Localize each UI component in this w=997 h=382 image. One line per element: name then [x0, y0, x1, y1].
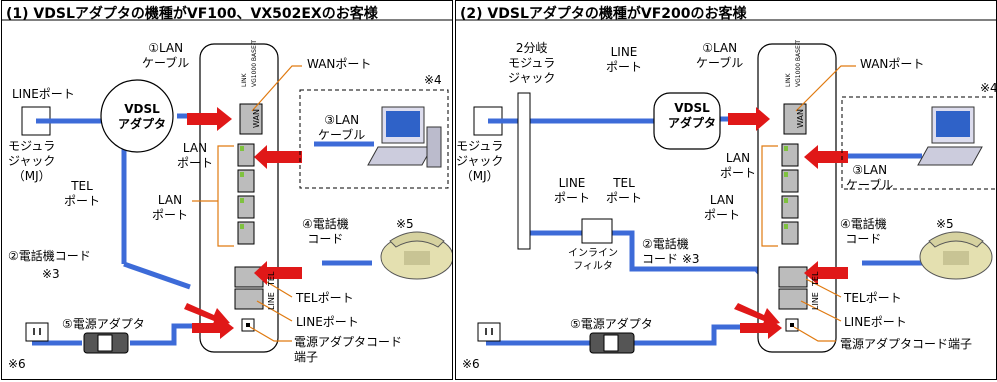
label-lan-port-adapter: LAN ポート: [720, 151, 757, 180]
power-outlet: [477, 322, 501, 342]
label-lan-cable: ①LAN ケーブル: [696, 41, 744, 70]
label-phone-cord2: ②電話機コード: [8, 249, 91, 263]
router-model-text: VG1000 BASE-T: [251, 40, 258, 87]
label-phone-cord4: ④電話機 コード: [840, 217, 887, 246]
splitter-jack: [517, 92, 531, 250]
label-phone-cord2: ②電話機 コード ※3: [642, 237, 700, 266]
label-vdsl-adapter: VDSL アダプタ: [118, 102, 167, 131]
wan-port: [239, 103, 263, 135]
lan-bracket: [761, 145, 778, 247]
tel-port: [778, 266, 808, 288]
label-note4: ※4: [424, 73, 442, 87]
wan-port: [783, 103, 807, 135]
pc-area: [841, 96, 996, 190]
lan-leds: [240, 146, 244, 229]
label-phone-cord4: ④電話機 コード: [302, 217, 349, 246]
router-link-text: LINK: [785, 72, 792, 87]
label-note6: ※6: [462, 357, 480, 371]
label-lan-cable3: ③LAN ケーブル: [846, 163, 894, 192]
router-tel-text: TEL: [267, 271, 276, 287]
label-lan-port-adapter: LAN ポート: [177, 141, 214, 170]
router-link-text: LINK: [241, 72, 248, 87]
label-tel-port-filter: TEL ポート: [606, 176, 643, 205]
label-wan-port: WANポート: [307, 57, 372, 71]
router-wan-text: WAN: [796, 109, 805, 128]
label-splitter-jack: 2分岐 モジュラ ジャック: [508, 41, 556, 85]
label-lan-port-router: LAN ポート: [704, 193, 741, 222]
line-port: [234, 288, 264, 310]
lan-bracket: [217, 145, 234, 247]
label-modular-jack: モジュラ ジャック （MJ）: [456, 139, 504, 183]
pc-area: [299, 89, 449, 189]
leaders: [793, 65, 856, 342]
lan-ports: [781, 143, 799, 245]
panel-title: (2) VDSLアダプタの機種がVF200のお客様: [460, 6, 747, 22]
label-tel-port: TELポート: [844, 291, 902, 305]
router-wan-text: WAN: [252, 109, 261, 128]
label-note5: ※5: [936, 217, 954, 231]
arrows: [728, 107, 848, 339]
panel-vf200: WAN TEL LINE LINK VG1000 BASE-T (2) VDSL…: [455, 0, 997, 380]
label-note5: ※5: [396, 217, 414, 231]
router-tel-text: TEL: [811, 271, 820, 287]
diagram-vf100: WAN TEL LINE LINK VG1000 BASE-T: [2, 19, 452, 354]
label-note4: ※4: [980, 81, 997, 95]
label-lan-port-router: LAN ポート: [152, 193, 189, 222]
label-power-terminal: 電源アダプタコード端子: [840, 337, 973, 351]
label-note6: ※6: [8, 357, 26, 371]
label-power-terminal: 電源アダプタコード 端子: [294, 335, 403, 364]
label-power-adapter: ⑤電源アダプタ: [62, 317, 145, 331]
power-outlet: [25, 322, 49, 342]
label-tel-port: TELポート: [296, 291, 354, 305]
label-line-port-router: LINEポート: [844, 315, 907, 329]
router-line-text: LINE: [811, 292, 820, 310]
label-line-port-router: LINEポート: [296, 315, 359, 329]
label-inline-filter: インライン フィルタ: [568, 248, 618, 272]
label-lan-cable: ①LAN ケーブル: [142, 41, 190, 70]
label-line-port: LINEポート: [12, 87, 75, 101]
pc-illustration: [917, 106, 983, 166]
pc-illustration: [367, 106, 442, 168]
label-power-adapter: ⑤電源アダプタ: [570, 317, 653, 331]
lan-leds: [784, 146, 788, 229]
router-line-text: LINE: [267, 292, 276, 310]
inline-filter: [581, 218, 613, 244]
arrows: [184, 107, 302, 339]
phone-illustration: [919, 231, 993, 280]
panel-title: (1) VDSLアダプタの機種がVF100、VX502EXのお客様: [6, 6, 378, 22]
vdsl-adapter: [100, 79, 174, 153]
label-wan-port: WANポート: [860, 57, 925, 71]
label-lan-cable3: ③LAN ケーブル: [318, 113, 366, 142]
line-port: [778, 288, 808, 310]
panel-vf100-vx502ex: WAN TEL LINE LINK VG1000 BASE-T (1) VDSL…: [1, 0, 453, 380]
label-line-port-filter: LINE ポート: [554, 176, 591, 205]
label-line-port-top: LINE ポート: [606, 45, 643, 74]
phone-illustration: [380, 231, 452, 280]
label-note3: ※3: [42, 267, 60, 281]
label-modular-jack: モジュラ ジャック （MJ）: [8, 139, 56, 183]
diagram-vf200: WAN TEL LINE LINK VG1000 BASE-T: [456, 19, 996, 354]
label-vdsl-adapter: VDSL アダプタ: [668, 101, 717, 130]
router-model-text: VG1000 BASE-T: [795, 40, 802, 87]
vdsl-adapter: [653, 92, 721, 150]
label-tel-port-adapter: TEL ポート: [64, 179, 101, 208]
cables: [486, 116, 926, 346]
